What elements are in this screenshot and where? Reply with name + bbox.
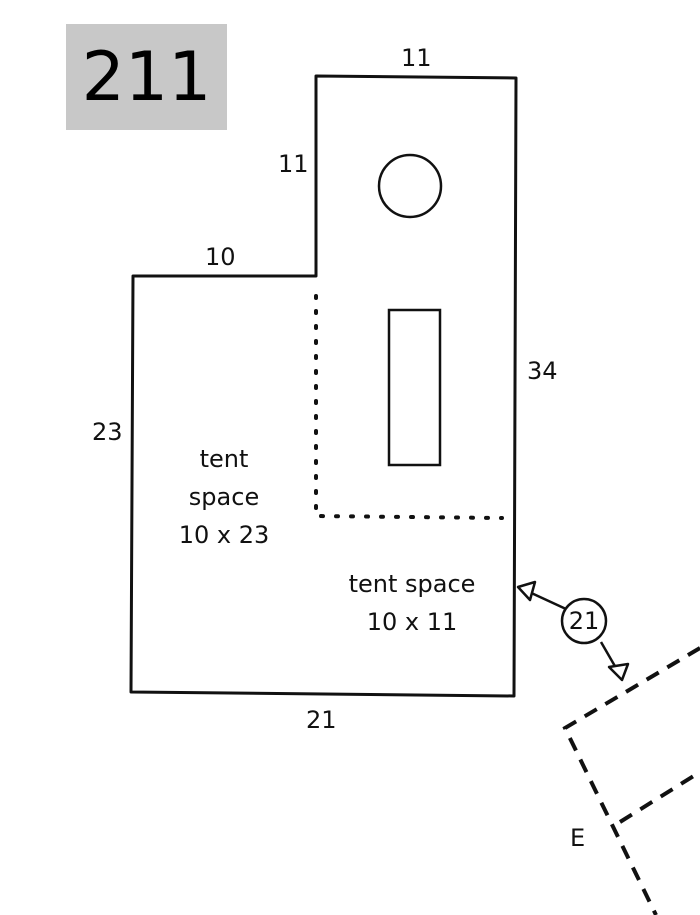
dimension-left-upper: 11 xyxy=(278,150,309,178)
dimension-left: 23 xyxy=(92,418,123,446)
site-number-badge: 211 xyxy=(66,24,227,130)
dimension-bottom: 21 xyxy=(306,706,337,734)
entrance-label: E xyxy=(570,824,586,852)
fire-ring xyxy=(377,153,443,219)
arrowhead-adjacent xyxy=(607,662,630,682)
picnic-table xyxy=(387,308,442,467)
site-outline xyxy=(129,74,518,698)
tent-space-boundary xyxy=(314,294,504,520)
tent-space-large-label: tent space 10 x 23 xyxy=(178,445,270,549)
dimension-right: 34 xyxy=(527,357,558,385)
site-number: 211 xyxy=(81,37,212,117)
adjacent-site-number: 21 xyxy=(568,607,600,635)
arrowhead-site xyxy=(516,580,537,602)
adjacent-site-inner-line xyxy=(618,770,700,824)
adjacent-site-outline xyxy=(562,646,700,915)
arrow-to-adjacent xyxy=(599,641,618,669)
dimension-step-top: 10 xyxy=(205,243,236,271)
dimension-top-upper: 11 xyxy=(401,44,432,72)
arrow-to-site xyxy=(526,589,567,611)
tent-space-small-label: tent space 10 x 11 xyxy=(348,570,476,636)
adjacent-site-circle xyxy=(560,597,608,645)
